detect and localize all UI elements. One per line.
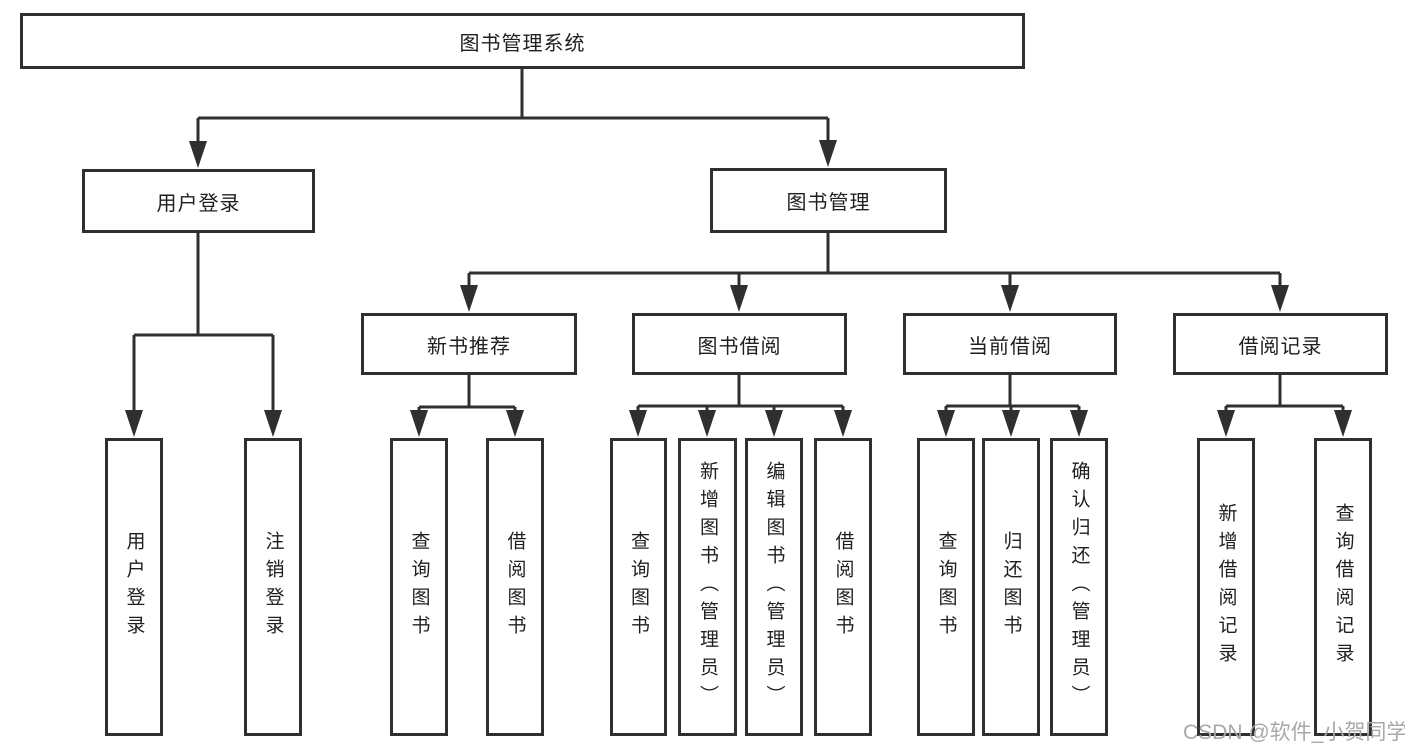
arrow-down-icon xyxy=(1070,410,1088,437)
leaf-borrow-books-recommend: 借阅图书 xyxy=(486,438,544,736)
node-book-management: 图书管理 xyxy=(710,168,947,233)
arrow-down-icon xyxy=(765,410,783,437)
leaf-return-books: 归还图书 xyxy=(982,438,1040,736)
arrow-down-icon xyxy=(264,410,282,437)
arrow-down-icon xyxy=(1002,410,1020,437)
node-current-borrowing: 当前借阅 xyxy=(903,313,1117,375)
arrow-down-icon xyxy=(698,410,716,437)
leaf-edit-books-admin: 编辑图书（管理员） xyxy=(745,438,803,736)
leaf-query-borrow-record: 查询借阅记录 xyxy=(1314,438,1372,736)
arrow-down-icon xyxy=(937,410,955,437)
arrow-down-icon xyxy=(1271,285,1289,312)
arrow-down-icon xyxy=(1334,410,1352,437)
arrow-down-icon xyxy=(189,141,207,168)
leaf-add-borrow-record: 新增借阅记录 xyxy=(1197,438,1255,736)
arrow-down-icon xyxy=(1217,410,1235,437)
node-user-login: 用户登录 xyxy=(82,169,315,233)
arrow-down-icon xyxy=(125,410,143,437)
node-new-book-recommendation: 新书推荐 xyxy=(361,313,577,375)
arrow-down-icon xyxy=(834,410,852,437)
leaf-borrow-books: 借阅图书 xyxy=(814,438,872,736)
leaf-confirm-return-admin: 确认归还（管理员） xyxy=(1050,438,1108,736)
node-borrowing-records: 借阅记录 xyxy=(1173,313,1388,375)
leaf-add-books-admin: 新增图书（管理员） xyxy=(678,438,737,736)
arrow-down-icon xyxy=(410,410,428,437)
leaf-user-login: 用户登录 xyxy=(105,438,163,736)
leaf-query-books-recommend: 查询图书 xyxy=(390,438,448,736)
leaf-logout: 注销登录 xyxy=(244,438,302,736)
node-book-borrowing: 图书借阅 xyxy=(632,313,847,375)
arrow-down-icon xyxy=(1001,285,1019,312)
arrow-down-icon xyxy=(506,410,524,437)
arrow-down-icon xyxy=(730,285,748,312)
arrow-down-icon xyxy=(629,410,647,437)
leaf-query-books-current: 查询图书 xyxy=(917,438,975,736)
leaf-query-books-borrow: 查询图书 xyxy=(610,438,667,736)
arrow-down-icon xyxy=(819,140,837,167)
watermark: CSDN @软件_小贺同学 xyxy=(1183,721,1405,744)
arrow-down-icon xyxy=(460,285,478,312)
node-library-management-system: 图书管理系统 xyxy=(20,13,1025,69)
